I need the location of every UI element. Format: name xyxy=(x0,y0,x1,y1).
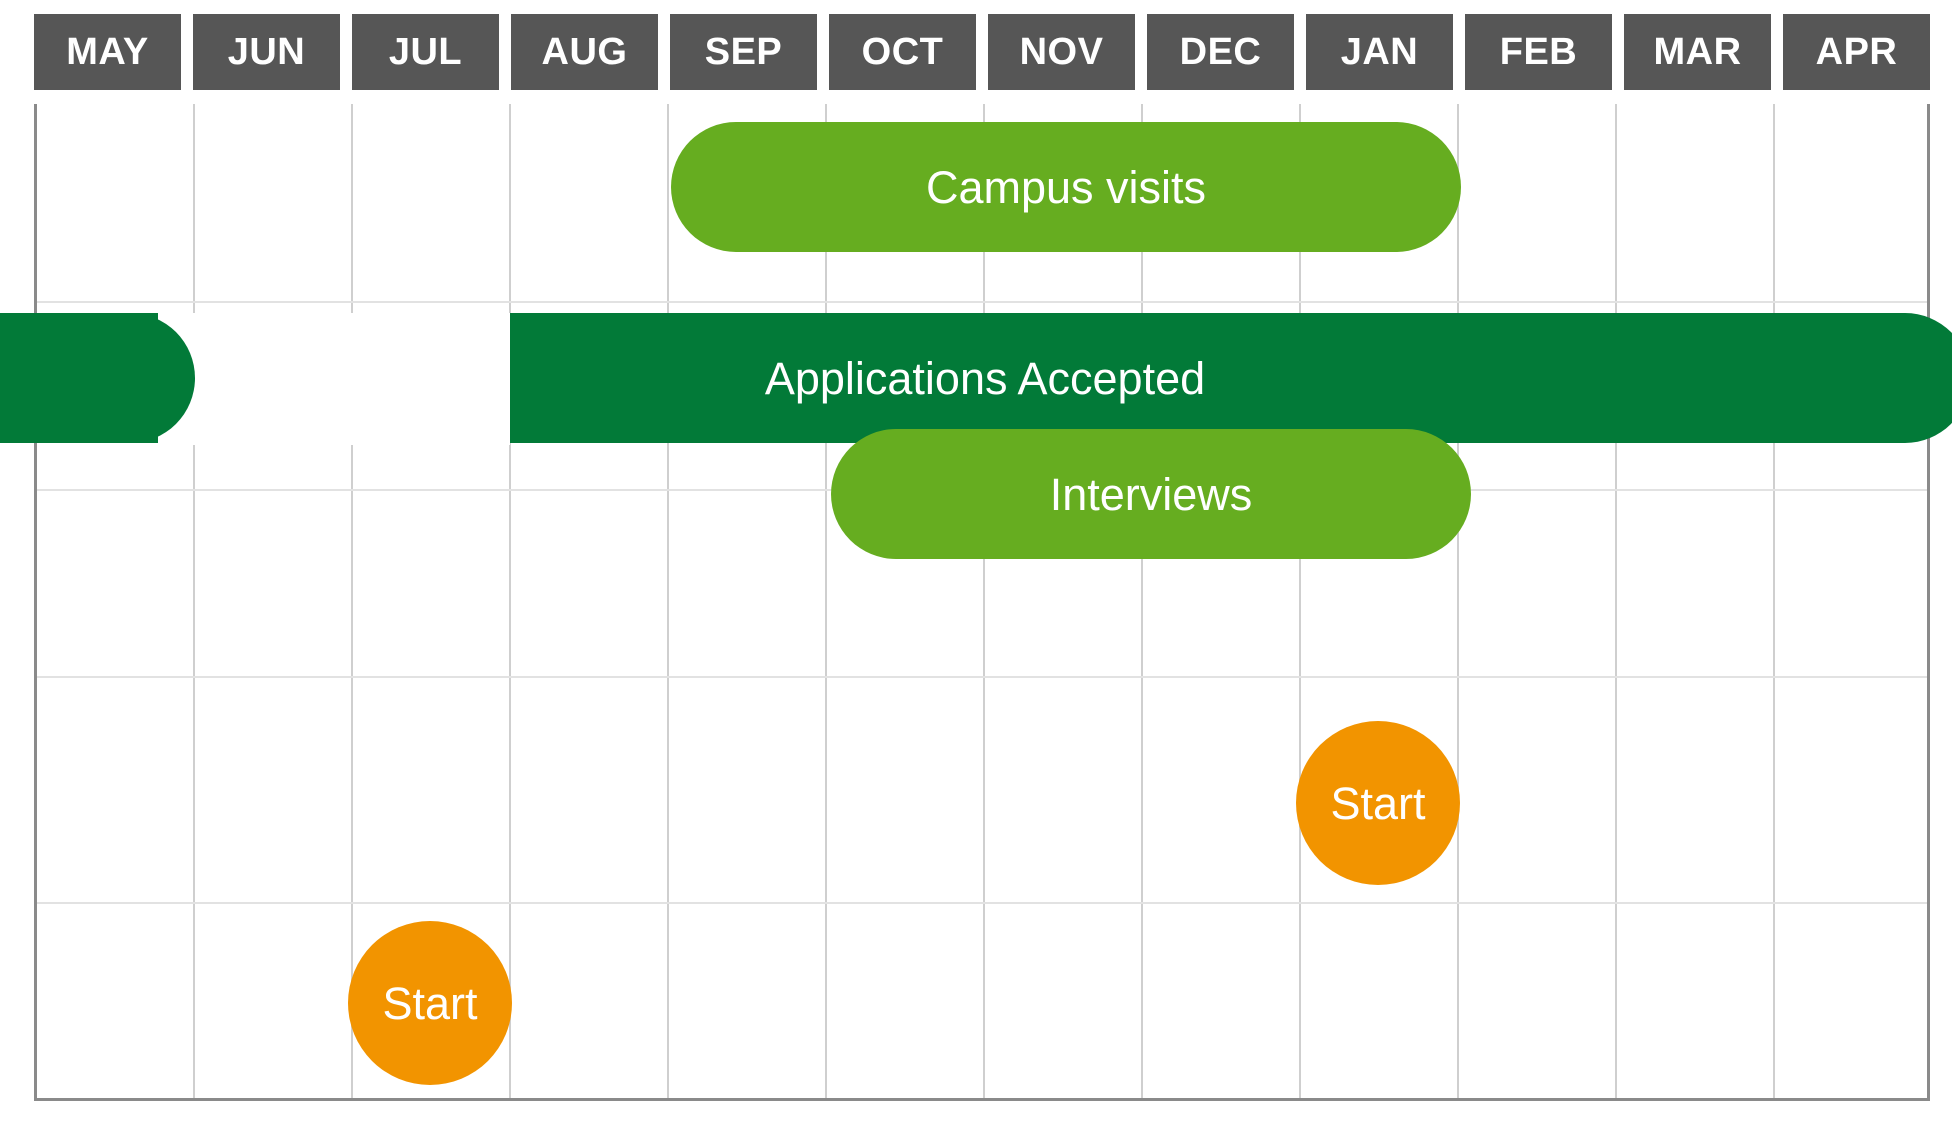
month-header-oct[interactable]: OCT xyxy=(829,14,976,90)
month-header-aug[interactable]: AUG xyxy=(511,14,658,90)
task-bar-label: Interviews xyxy=(1049,468,1253,520)
gridline-vertical xyxy=(983,104,985,1098)
timeline-grid: Campus visits Applications Accepted Inte… xyxy=(0,104,1952,1101)
gridline-vertical xyxy=(1615,104,1617,1098)
milestone-label: Start xyxy=(1330,777,1426,829)
gridline-vertical xyxy=(825,104,827,1098)
task-bar-campus-visits[interactable]: Campus visits xyxy=(671,122,1461,252)
milestone-start-jan[interactable]: Start xyxy=(1296,721,1460,885)
task-bar-interviews[interactable]: Interviews xyxy=(831,429,1471,559)
month-header-may[interactable]: MAY xyxy=(34,14,181,90)
month-header-apr[interactable]: APR xyxy=(1783,14,1930,90)
task-bar-label: Applications Accepted xyxy=(764,352,1206,404)
month-header-nov[interactable]: NOV xyxy=(988,14,1135,90)
task-bar-applications-accepted-stub[interactable] xyxy=(0,313,195,443)
month-header-jun[interactable]: JUN xyxy=(193,14,340,90)
month-header-jul[interactable]: JUL xyxy=(352,14,499,90)
gridline-vertical xyxy=(193,104,195,1098)
gridline-vertical xyxy=(1299,104,1301,1098)
month-header-jan[interactable]: JAN xyxy=(1306,14,1453,90)
gridline-vertical xyxy=(509,104,511,1098)
month-header-dec[interactable]: DEC xyxy=(1147,14,1294,90)
task-bar-label: Campus visits xyxy=(925,161,1207,213)
gridline-vertical xyxy=(667,104,669,1098)
month-header-row: MAY JUN JUL AUG SEP OCT NOV DEC JAN FEB … xyxy=(34,14,1930,90)
gridline-horizontal xyxy=(37,676,1927,678)
gridline-vertical xyxy=(1141,104,1143,1098)
task-bar-gap-mask xyxy=(158,313,510,445)
gridline-vertical xyxy=(1773,104,1775,1098)
gridline-horizontal xyxy=(37,301,1927,303)
month-header-feb[interactable]: FEB xyxy=(1465,14,1612,90)
gridline-horizontal xyxy=(37,902,1927,904)
gridline-vertical xyxy=(351,104,353,1098)
gridline-vertical xyxy=(1457,104,1459,1098)
month-header-mar[interactable]: MAR xyxy=(1624,14,1771,90)
milestone-label: Start xyxy=(382,977,478,1029)
month-header-sep[interactable]: SEP xyxy=(670,14,817,90)
milestone-start-jul[interactable]: Start xyxy=(348,921,512,1085)
